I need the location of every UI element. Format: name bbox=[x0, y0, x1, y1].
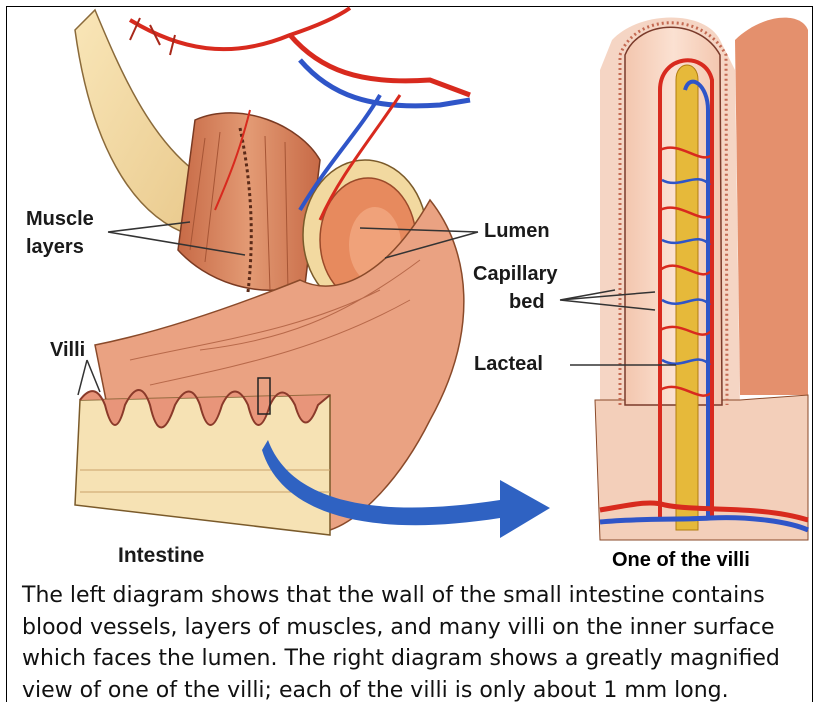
caption-line-4: view of one of the villi; each of the vi… bbox=[22, 675, 802, 706]
label-lacteal: Lacteal bbox=[474, 352, 543, 376]
villi-cross-section bbox=[75, 378, 330, 535]
villus-lacteal bbox=[676, 65, 698, 530]
label-intestine: Intestine bbox=[118, 544, 204, 568]
caption-line-3: which faces the lumen. The right diagram… bbox=[22, 643, 802, 675]
label-capillary-bed-line2: bed bbox=[509, 290, 545, 314]
label-lumen: Lumen bbox=[484, 219, 550, 243]
label-capillary-bed-line1: Capillary bbox=[473, 262, 557, 286]
label-one-of-the-villi: One of the villi bbox=[612, 548, 750, 572]
diagram-caption: The left diagram shows that the wall of … bbox=[22, 580, 802, 706]
caption-line-1: The left diagram shows that the wall of … bbox=[22, 580, 802, 612]
label-muscle-layers-line1: Muscle bbox=[26, 207, 94, 231]
label-villi: Villi bbox=[50, 338, 85, 362]
label-muscle-layers-line2: layers bbox=[26, 235, 84, 259]
caption-line-2: blood vessels, layers of muscles, and ma… bbox=[22, 612, 802, 644]
muscle-layers-band bbox=[178, 113, 320, 292]
